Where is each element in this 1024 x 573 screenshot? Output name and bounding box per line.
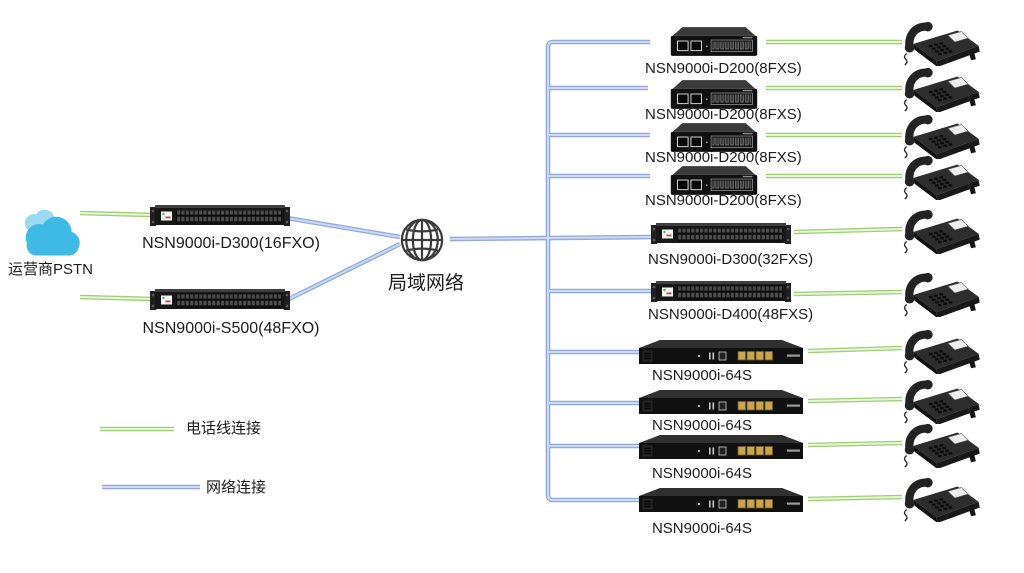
phone-icon <box>898 18 998 66</box>
gateway-64s-4-device <box>635 485 807 515</box>
gateway-d300-16fxo-device <box>150 202 290 228</box>
phone-icon <box>898 269 998 317</box>
gateway-d200-2-label: NSN9000i-D200(8FXS) <box>645 106 802 123</box>
phone-icon <box>898 326 998 374</box>
gateway-d200-1-device <box>666 23 762 60</box>
legend-network-line-label: 网络连接 <box>206 479 267 496</box>
gateway-64s-3-label: NSN9000i-64S <box>651 465 753 482</box>
phone-icon <box>898 206 998 254</box>
phone-icon <box>898 420 998 468</box>
phone-icon <box>898 64 998 112</box>
gateway-s500-48fxo-device <box>150 286 290 312</box>
gateway-d200-3-label: NSN9000i-D200(8FXS) <box>645 149 802 166</box>
cloud-icon <box>14 204 86 262</box>
gateway-d300-16fxo-label: NSN9000i-D300(16FXO) <box>142 235 320 252</box>
globe-icon <box>399 217 445 263</box>
lan-label: 局域网络 <box>387 273 464 294</box>
gateway-d300-32fxs-device <box>650 220 792 246</box>
gateway-64s-1-label: NSN9000i-64S <box>651 367 753 384</box>
gateway-64s-2-device <box>635 387 807 417</box>
legend-phone-line-label: 电话线连接 <box>186 420 262 437</box>
gateway-64s-1-device <box>635 337 807 367</box>
gateway-64s-2-label: NSN9000i-64S <box>651 417 753 434</box>
gateway-64s-4-label: NSN9000i-64S <box>651 520 753 537</box>
phone-icon <box>898 474 998 522</box>
pstn-label: 运营商PSTN <box>8 261 94 278</box>
gateway-d400-48fxs-label: NSN9000i-D400(48FXS) <box>648 306 814 323</box>
gateway-d200-1-label: NSN9000i-D200(8FXS) <box>645 60 802 77</box>
phone-icon <box>898 152 998 200</box>
phone-icon <box>898 376 998 424</box>
gateway-d400-48fxs-device <box>650 278 792 304</box>
gateway-d200-4-label: NSN9000i-D200(8FXS) <box>645 192 802 209</box>
gateway-64s-3-device <box>635 432 807 462</box>
gateway-s500-48fxo-label: NSN9000i-S500(48FXO) <box>142 320 320 337</box>
gateway-d300-32fxs-label: NSN9000i-D300(32FXS) <box>648 251 814 268</box>
